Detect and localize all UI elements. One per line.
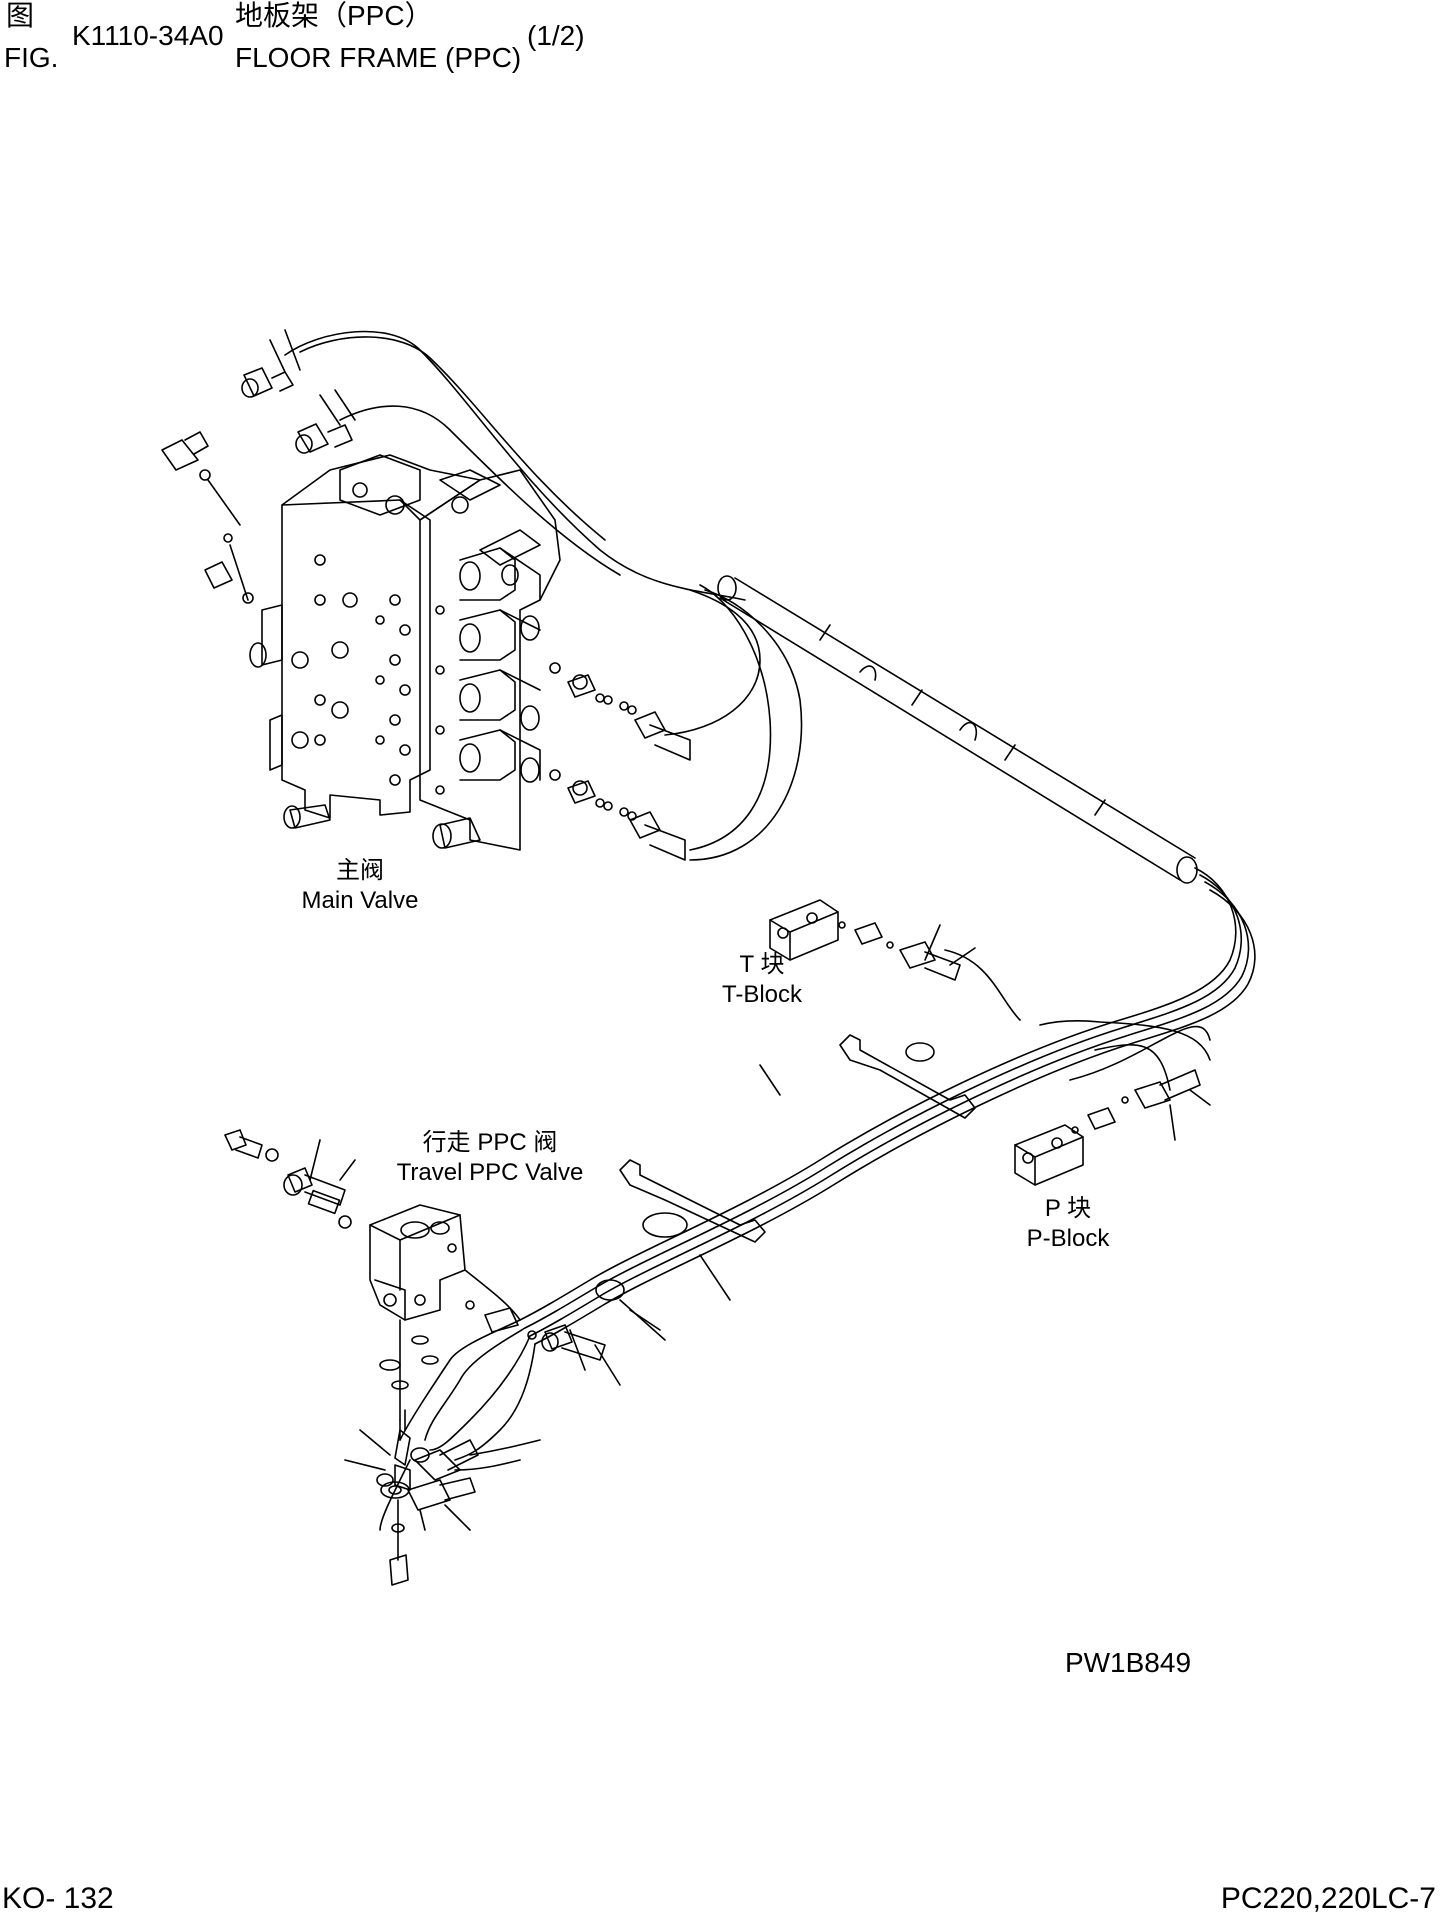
main-valve xyxy=(250,455,560,850)
travel-ppc-label-en: Travel PPC Valve xyxy=(396,1159,584,1186)
port-holes xyxy=(292,483,468,794)
p-block-label-cn: P 块 xyxy=(1044,1195,1092,1222)
spool-caps xyxy=(460,548,540,782)
top-fittings xyxy=(162,330,355,603)
hoses xyxy=(285,331,1210,1090)
title-en: FLOOR FRAME (PPC) xyxy=(235,42,522,73)
title-cn: 地板架（PPC） xyxy=(235,0,433,31)
bottom-fittings xyxy=(345,1410,478,1585)
t-block-label-cn: T 块 xyxy=(739,951,785,978)
page-of: (1/2) xyxy=(527,20,585,51)
travel-ppc-valve xyxy=(370,1205,465,1420)
travel-valve-fittings xyxy=(225,1130,355,1228)
lower-hoses xyxy=(380,1270,540,1530)
travel-valve-right-fittings xyxy=(466,1301,660,1385)
main-valve-label-en: Main Valve xyxy=(301,887,419,914)
fig-label-en: FIG. xyxy=(4,42,59,73)
fig-label-cn: 图 xyxy=(6,0,35,31)
t-block xyxy=(770,900,975,980)
model-number: PC220,220LC-7 xyxy=(1220,1882,1436,1915)
protective-tube xyxy=(718,576,1197,883)
page-code: KO- 132 xyxy=(2,1882,114,1915)
t-block-label-en: T-Block xyxy=(721,981,802,1008)
right-fittings xyxy=(550,663,690,860)
fig-code: K1110-34A0 xyxy=(72,20,224,51)
hose-bundle xyxy=(520,868,1255,1344)
washers xyxy=(380,1336,438,1389)
p-block-label-en: P-Block xyxy=(1026,1225,1110,1252)
clamps xyxy=(596,1035,975,1340)
main-valve-label-cn: 主阀 xyxy=(336,857,384,884)
drawing-code: PW1B849 xyxy=(1064,1647,1192,1678)
travel-ppc-label-cn: 行走 PPC 阀 xyxy=(422,1129,558,1156)
p-block xyxy=(1015,1070,1210,1185)
